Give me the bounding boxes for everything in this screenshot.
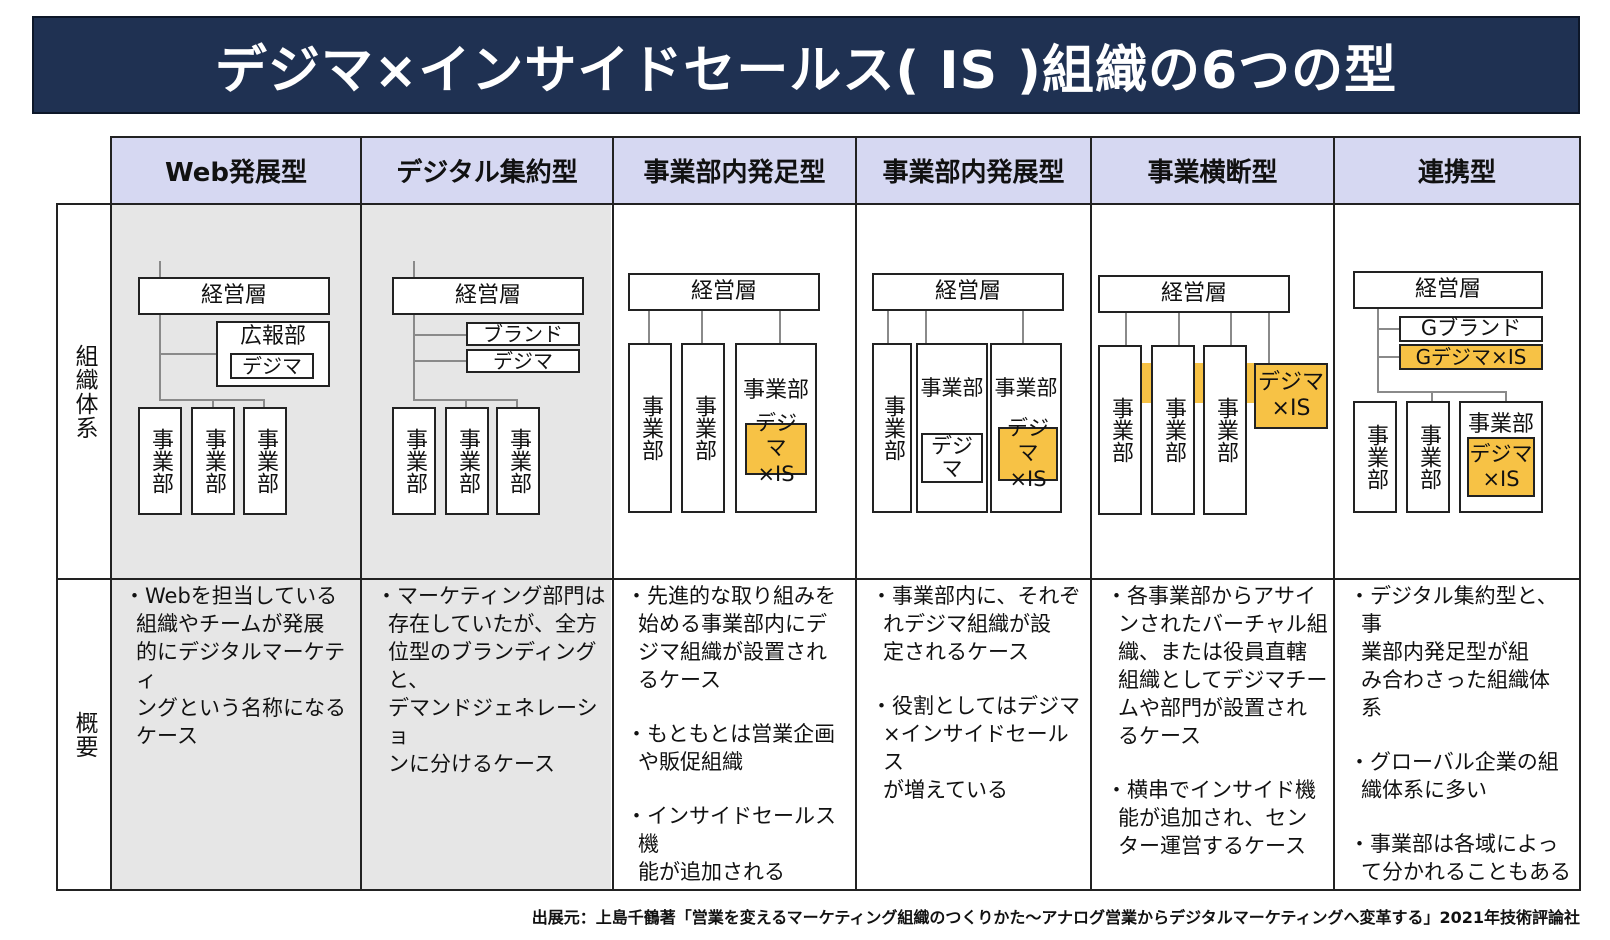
grid-line	[56, 578, 1581, 580]
row-label-structure: 組織体系	[71, 343, 97, 440]
summary-division-launch: ・先進的な取り組みを 始める事業部内にデ ジマ組織が設置され るケース ・もとも…	[626, 582, 854, 886]
exec-box: 経営層	[392, 277, 584, 315]
exec-box: 経営層	[1098, 275, 1290, 313]
column-header-web: Web発展型	[165, 158, 307, 188]
division-box: 事業部	[872, 343, 912, 513]
g-digima-is-box: Gデジマ×IS	[1399, 344, 1543, 370]
grid-line	[1333, 136, 1335, 891]
digima-box: デジマ	[230, 353, 314, 379]
division-box: 事業部	[628, 343, 672, 513]
summary-cooperation: ・デジタル集約型と、事 業部内発足型が組 み合わさった組織体 系 ・グローバル企…	[1349, 582, 1578, 886]
summary-item: ・各事業部からアサイ ンされたバーチャル組 織、または役員直轄 組織としてデジマ…	[1106, 584, 1328, 748]
digima-is-box: デジマ ×IS	[745, 411, 807, 486]
summary-item: ・横串でインサイド機 能が追加され、セン ター運営するケース	[1106, 778, 1316, 858]
division-box: 事業部	[243, 407, 287, 515]
grid-line	[1090, 136, 1092, 891]
column-header-digital-aggregate: デジタル集約型	[396, 158, 578, 188]
digima-is-box: デジマ ×IS	[998, 416, 1058, 491]
exec-box: 経営層	[138, 277, 330, 315]
row-label-summary: 概要	[71, 710, 97, 759]
grid-line	[56, 889, 1581, 891]
summary-web: ・Webを担当している 組織やチームが発展 的にデジタルマーケティ ングという名…	[124, 582, 358, 750]
grid-line	[1579, 136, 1581, 891]
column-header-cross-division: 事業横断型	[1147, 158, 1278, 188]
exec-box: 経営層	[872, 273, 1064, 311]
diagram-division-launch: 経営層 事業部 事業部 事業部 デジマ ×IS	[614, 205, 855, 578]
grid-line	[612, 136, 614, 891]
division-box: 事業部	[1406, 401, 1450, 513]
source-citation: 出展元：上島千鶴著「営業を変えるマーケティング組織のつくりかた～アナログ営業から…	[531, 908, 1580, 927]
summary-item: ・事業部内に、それぞ れデジマ組織が設 定されるケース	[871, 584, 1081, 664]
division-box: 事業部	[1151, 345, 1195, 515]
division-box: 事業部	[392, 407, 436, 515]
summary-item: ・事業部は各域によっ て分かれることもある	[1349, 832, 1571, 884]
grid-line	[110, 136, 112, 891]
title-bar: デジマ×インサイドセールス( IS )組織の6つの型	[32, 16, 1580, 114]
division-box: 事業部	[138, 407, 182, 515]
summary-item: ・グローバル企業の組 織体系に多い	[1349, 750, 1559, 802]
summary-cross-division: ・各事業部からアサイ ンされたバーチャル組 織、または役員直轄 組織としてデジマ…	[1106, 582, 1332, 860]
summary-item: ・インサイドセールス機 能が追加される	[626, 804, 836, 884]
digima-box: デジマ	[466, 349, 580, 373]
grid-line	[56, 203, 58, 891]
summary-digital-aggregate: ・マーケティング部門は 存在していたが、全方 位型のブランディングと、 デマンド…	[376, 582, 610, 778]
summary-division-develop: ・事業部内に、それぞ れデジマ組織が設 定されるケース ・役割としてはデジマ ×…	[871, 582, 1089, 804]
summary-item: ・デジタル集約型と、事 業部内発足型が組 み合わさった組織体 系	[1349, 584, 1558, 720]
column-header-cooperation: 連携型	[1417, 158, 1496, 188]
diagram-cross-division: 経営層 事業部 事業部 事業部 デジマ ×IS	[1092, 205, 1333, 578]
exec-box: 経営層	[1353, 271, 1543, 309]
diagram-cooperation: 経営層 Gブランド Gデジマ×IS 事業部 事業部 事業部 デジマ ×IS	[1335, 205, 1579, 578]
division-box: 事業部	[496, 407, 540, 515]
grid-line	[56, 203, 1581, 205]
diagram-division-develop: 経営層 事業部 事業部 デジマ 事業部 デジマ ×IS	[857, 205, 1090, 578]
diagram-digital-aggregate: 経営層 ブランド デジマ 事業部 事業部 事業部	[362, 205, 612, 578]
division-box: 事業部	[191, 407, 235, 515]
diagram-web: 経営層 広報部 デジマ 事業部 事業部 事業部	[112, 205, 360, 578]
division-with-digima-box: 事業部	[916, 343, 988, 513]
summary-item: ・Webを担当している 組織やチームが発展 的にデジタルマーケティ ングという名…	[124, 584, 346, 748]
column-header-division-launch: 事業部内発足型	[643, 158, 826, 188]
division-box: 事業部	[1098, 345, 1142, 515]
grid-line	[360, 136, 362, 891]
digima-box: デジマ	[921, 433, 983, 483]
summary-item: ・もともとは営業企画 や販促組織	[626, 722, 836, 774]
g-brand-box: Gブランド	[1399, 316, 1543, 342]
division-box: 事業部	[1353, 401, 1397, 513]
page-title: デジマ×インサイドセールス( IS )組織の6つの型	[214, 40, 1398, 101]
summary-item: ・先進的な取り組みを 始める事業部内にデ ジマ組織が設置され るケース	[626, 584, 836, 692]
summary-item: ・マーケティング部門は 存在していたが、全方 位型のブランディングと、 デマンド…	[376, 584, 606, 776]
division-box: 事業部	[1203, 345, 1247, 515]
division-box: 事業部	[445, 407, 489, 515]
digima-is-box: デジマ ×IS	[1254, 363, 1328, 429]
grid-line	[111, 136, 1581, 138]
exec-box: 経営層	[628, 273, 820, 311]
division-box: 事業部	[681, 343, 725, 513]
digima-is-box: デジマ ×IS	[1467, 437, 1535, 497]
grid-line	[855, 136, 857, 891]
header-row-bg	[111, 137, 1580, 204]
brand-box: ブランド	[466, 322, 580, 346]
column-header-division-develop: 事業部内発展型	[882, 158, 1065, 188]
summary-item: ・役割としてはデジマ ×インサイドセールス が増えている	[871, 694, 1080, 802]
